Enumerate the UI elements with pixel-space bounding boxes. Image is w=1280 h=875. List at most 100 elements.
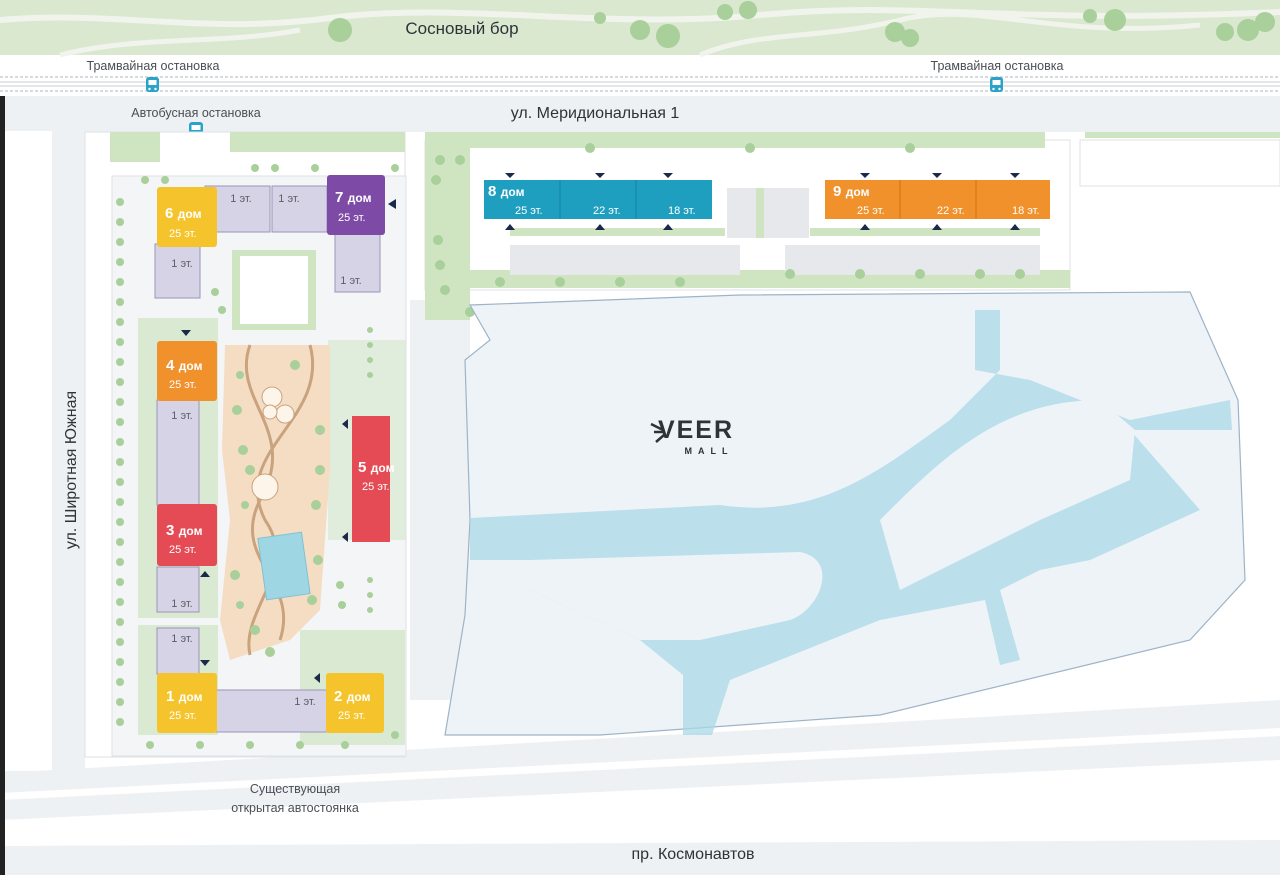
parking-line-2: открытая автостоянка xyxy=(231,801,359,815)
street-meridionalnaya: ул. Меридиональная 1 xyxy=(511,105,680,122)
building-8[interactable]: 8 дом 25 эт. 22 эт. 18 эт. xyxy=(484,173,712,230)
building-4-number: 4 xyxy=(166,357,175,374)
building-7-dom: дом xyxy=(348,191,372,205)
entrance-icon xyxy=(342,419,348,429)
building-7[interactable]: 7 дом 25 эт. xyxy=(327,175,396,235)
mall-wing xyxy=(880,400,1135,590)
svg-text:2 дом: 2 дом xyxy=(334,688,371,705)
tram-stop-left-label: Трамвайная остановка xyxy=(87,59,220,73)
annex-label: 1 эт. xyxy=(340,275,361,287)
annex-label: 1 эт. xyxy=(171,410,192,422)
annex-label: 1 эт. xyxy=(171,633,192,645)
tram-icon xyxy=(990,77,1003,92)
tram-icon xyxy=(146,77,159,92)
building-4-dom: дом xyxy=(179,359,203,373)
building-8-body xyxy=(484,180,712,219)
street-shirotnaya: ул. Широтная Южная xyxy=(63,391,80,549)
mall-atrium xyxy=(530,552,823,640)
building-3-body xyxy=(157,504,217,566)
building-9-floors: 25 эт. xyxy=(857,205,885,217)
building-2-dom: дом xyxy=(347,690,371,704)
building-7-number: 7 xyxy=(335,189,343,206)
annex-label: 1 эт. xyxy=(171,258,192,270)
building-4[interactable]: 4 дом 25 эт. xyxy=(157,330,217,401)
parking-label: Существующая открытая автостоянка xyxy=(231,782,359,815)
building-3-floors: 25 эт. xyxy=(169,544,197,556)
entrance-icon xyxy=(200,660,210,666)
building-5-floors: 25 эт. xyxy=(362,481,390,493)
svg-text:3 дом: 3 дом xyxy=(166,522,203,539)
annex-label: 1 эт. xyxy=(278,193,299,205)
svg-text:9 дом: 9 дом xyxy=(833,183,870,200)
building-5-number: 5 xyxy=(358,459,366,476)
building-8-section-2: 22 эт. xyxy=(593,205,621,217)
mall-sub: MALL xyxy=(685,446,734,456)
building-9-number: 9 xyxy=(833,183,841,200)
svg-text:1 дом: 1 дом xyxy=(166,688,203,705)
building-6-number: 6 xyxy=(165,205,173,222)
tram-stop-right-label: Трамвайная остановка xyxy=(931,59,1064,73)
building-3-number: 3 xyxy=(166,522,174,539)
pine-forest: Сосновый бор xyxy=(0,0,1280,58)
roads xyxy=(0,96,1280,875)
building-3-dom: дом xyxy=(179,524,203,538)
annex-label: 1 эт. xyxy=(230,193,251,205)
logo-mark-icon xyxy=(650,422,665,443)
svg-text:5 дом: 5 дом xyxy=(358,459,395,476)
building-9[interactable]: 9 дом 25 эт. 22 эт. 18 эт. xyxy=(825,173,1050,230)
annex-label: 1 эт. xyxy=(171,598,192,610)
building-1-dom: дом xyxy=(179,690,203,704)
building-3[interactable]: 3 дом 25 эт. xyxy=(157,504,217,577)
bus-stop-label: Автобусная остановка xyxy=(131,106,261,120)
building-2[interactable]: 2 дом 25 эт. xyxy=(314,673,384,733)
building-1-floors: 25 эт. xyxy=(169,710,197,722)
svg-text:4 дом: 4 дом xyxy=(166,357,203,374)
building-7-floors: 25 эт. xyxy=(338,212,366,224)
entrance-icon xyxy=(388,199,396,209)
tram-tracks xyxy=(0,73,1280,95)
building-5-dom: дом xyxy=(371,461,395,475)
entrance-icon xyxy=(342,532,348,542)
entrance-icon xyxy=(505,173,673,230)
annex-label: 1 эт. xyxy=(294,696,315,708)
svg-text:7 дом: 7 дом xyxy=(335,189,372,206)
building-9-section-2: 22 эт. xyxy=(937,205,965,217)
building-4-body xyxy=(157,341,217,401)
building-6-body xyxy=(157,187,217,247)
building-6-floors: 25 эт. xyxy=(169,228,197,240)
building-9-dom: дом xyxy=(846,185,870,199)
building-5[interactable]: 5 дом 25 эт. xyxy=(342,416,395,542)
building-8-section-3: 18 эт. xyxy=(668,205,696,217)
building-1-number: 1 xyxy=(166,688,174,705)
building-7-body xyxy=(327,175,385,235)
entrance-icon xyxy=(314,673,320,683)
svg-text:6 дом: 6 дом xyxy=(165,205,202,222)
building-9-body xyxy=(825,180,1050,219)
veer-mall-logo: VEER MALL xyxy=(650,416,734,456)
building-2-floors: 25 эт. xyxy=(338,710,366,722)
street-kosmonavtov: пр. Космонавтов xyxy=(632,846,755,863)
building-1[interactable]: 1 дом 25 эт. xyxy=(157,660,217,733)
building-5-body xyxy=(352,416,390,542)
mall-name: VEER xyxy=(658,416,734,444)
building-8-dom: дом xyxy=(501,185,525,199)
building-4-floors: 25 эт. xyxy=(169,379,197,391)
building-6[interactable]: 6 дом 25 эт. xyxy=(157,187,217,247)
entrance-icon xyxy=(181,330,191,336)
annexes: 1 эт. 1 эт. 1 эт. 1 эт. 1 эт. 1 эт. 1 эт… xyxy=(154,185,381,733)
svg-text:8 дом: 8 дом xyxy=(488,183,525,200)
parking-line-1: Существующая xyxy=(250,782,340,796)
entrance-icon xyxy=(200,571,210,577)
veer-mall[interactable]: VEER MALL xyxy=(444,291,1246,736)
building-8-number: 8 xyxy=(488,183,496,200)
building-8-floors: 25 эт. xyxy=(515,205,543,217)
building-2-number: 2 xyxy=(334,688,342,705)
tram-stop-right[interactable]: Трамвайная остановка xyxy=(931,59,1064,92)
entrance-icon xyxy=(860,173,1020,230)
tram-stop-left[interactable]: Трамвайная остановка xyxy=(87,59,220,92)
frame-edge xyxy=(0,96,5,875)
building-2-body xyxy=(326,673,384,733)
building-1-body xyxy=(157,673,217,733)
building-9-section-3: 18 эт. xyxy=(1012,205,1040,217)
